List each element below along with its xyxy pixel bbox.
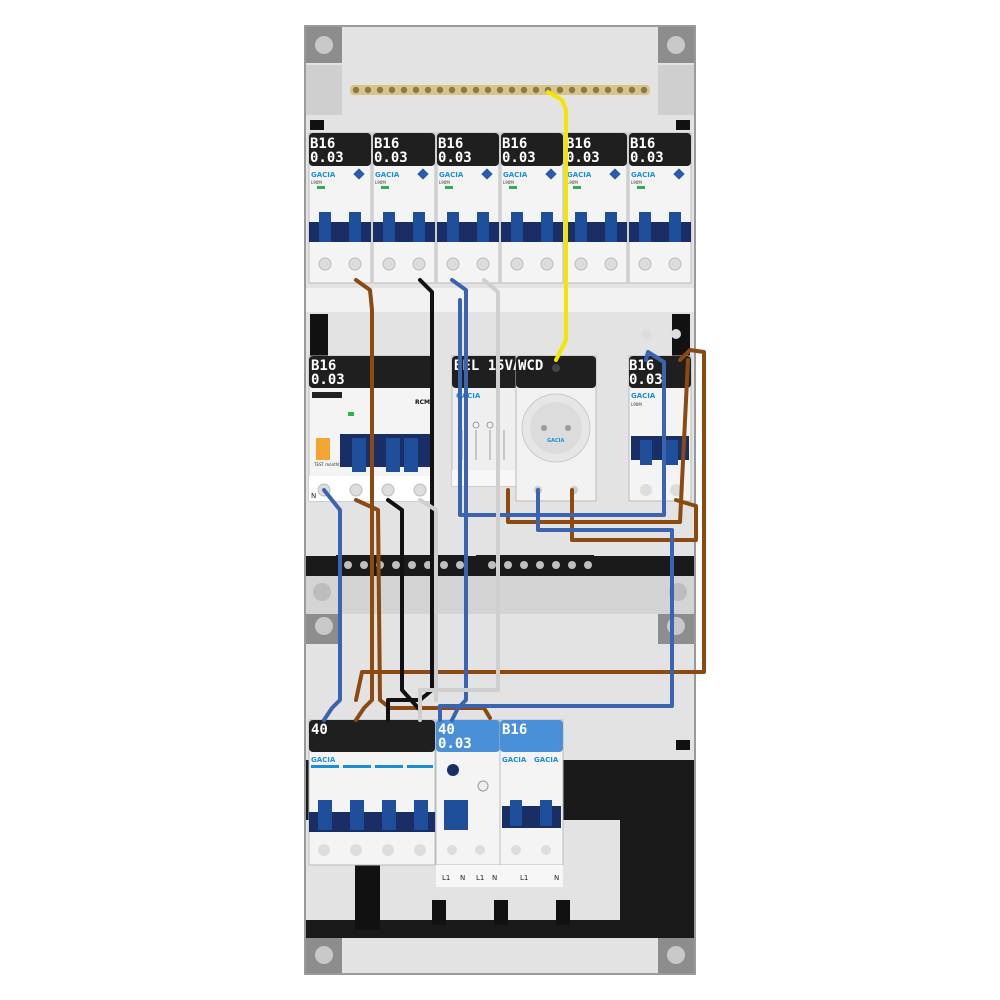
- wire-grey-1: [418, 278, 500, 722]
- rcd-rating: 40: [438, 722, 455, 738]
- terminal-label: L1: [476, 874, 484, 882]
- busbar-top: [350, 85, 650, 95]
- top-breaker-model: L90M: [567, 180, 578, 185]
- bell-label: BEL 15VA: [454, 358, 522, 374]
- rcm-n-terminal: N: [311, 492, 316, 500]
- top-breaker-brand: GACIA: [503, 171, 528, 179]
- wire-brown-3: [354, 348, 706, 702]
- bell-transformer[interactable]: BEL 15VA GACIA: [451, 355, 522, 487]
- wiring: [322, 90, 706, 722]
- wall-socket-module[interactable]: WCD GACIA: [515, 355, 597, 502]
- rcm-rating: B16: [311, 358, 336, 374]
- wire-brown-4: [506, 358, 690, 524]
- rcbo-sensitivity: 0.03: [629, 372, 663, 388]
- mcb-rating: B16: [502, 722, 527, 738]
- top-breaker-model: L90M: [375, 180, 386, 185]
- top-breaker-model: L90M: [439, 180, 450, 185]
- top-breaker-sensitivity: 0.03: [374, 150, 408, 166]
- svg-text:GACIA: GACIA: [311, 756, 336, 764]
- wire-grey-2: [418, 498, 438, 702]
- top-breaker-brand: GACIA: [439, 171, 464, 179]
- wire-blue-1: [322, 488, 342, 722]
- socket-label: WCD: [518, 358, 543, 374]
- rcbo-module[interactable]: B16 0.03 GACIA L90M: [628, 329, 692, 502]
- top-breaker-rating: B16: [630, 136, 655, 152]
- wire-brown-1: [354, 278, 374, 722]
- mcb-module[interactable]: B16 GACIA GACIA: [499, 719, 564, 866]
- rcbo-rating: B16: [629, 358, 654, 374]
- rcd-module[interactable]: 40 0.03: [435, 719, 501, 866]
- terminal-label: N: [554, 874, 559, 882]
- rcm-foot-tag: TEST monthly: [313, 462, 342, 467]
- wire-blue-4: [438, 488, 674, 722]
- top-breaker-rating: B16: [438, 136, 463, 152]
- top-breaker-sensitivity: 0.03: [566, 150, 600, 166]
- top-breaker-model: L90M: [503, 180, 514, 185]
- terminal-label: L1: [442, 874, 450, 882]
- top-breaker-model: L90M: [311, 180, 322, 185]
- wire-brown-5: [570, 488, 698, 542]
- rcd-sensitivity: 0.03: [438, 736, 472, 752]
- svg-text:GACIA: GACIA: [534, 756, 559, 764]
- top-breaker-sensitivity: 0.03: [502, 150, 536, 166]
- rcm-sensitivity: 0.03: [311, 372, 345, 388]
- terminal-label: N: [492, 874, 497, 882]
- wire-yellow: [546, 90, 568, 362]
- bottom-row: 40 GACIA 40 0.03 B16 GACIA GACIA: [308, 719, 564, 887]
- top-breaker-brand: GACIA: [631, 171, 656, 179]
- main-switch-rating: 40: [311, 722, 328, 738]
- rcbo-model: L90M: [631, 402, 642, 407]
- top-breaker-sensitivity: 0.03: [630, 150, 664, 166]
- top-breaker-rating: B16: [502, 136, 527, 152]
- svg-text:GACIA: GACIA: [547, 438, 565, 444]
- svg-text:GACIA: GACIA: [631, 392, 656, 400]
- top-breaker-brand: GACIA: [311, 171, 336, 179]
- top-breaker-sensitivity: 0.03: [438, 150, 472, 166]
- main-switch[interactable]: 40 GACIA: [308, 719, 436, 866]
- top-breaker-sensitivity: 0.03: [310, 150, 344, 166]
- top-breaker-model: L90M: [631, 180, 642, 185]
- wire-blue-3: [458, 298, 666, 517]
- top-breaker-rating: B16: [374, 136, 399, 152]
- bell-brand: GACIA: [456, 392, 481, 400]
- wire-black-1: [386, 278, 434, 722]
- top-breaker-rating: B16: [566, 136, 591, 152]
- top-row-breakers: B160.03GACIAL90MB160.03GACIAL90MB160.03G…: [308, 132, 692, 284]
- top-breaker-rating: B16: [310, 136, 335, 152]
- middle-row: B16 0.03 RCM4 TEST monthly N BEL 15VA GA…: [308, 329, 692, 502]
- top-breaker-brand: GACIA: [375, 171, 400, 179]
- wire-blue-2: [450, 278, 468, 722]
- wire-brown-2: [354, 498, 492, 720]
- terminal-label: N: [460, 874, 465, 882]
- bottom-terminal-labels: L1 N L1 N L1 N: [442, 874, 559, 882]
- svg-text:GACIA: GACIA: [502, 756, 527, 764]
- top-breaker-brand: GACIA: [567, 171, 592, 179]
- rcm-model: RCM4: [415, 399, 434, 406]
- terminal-label: L1: [520, 874, 528, 882]
